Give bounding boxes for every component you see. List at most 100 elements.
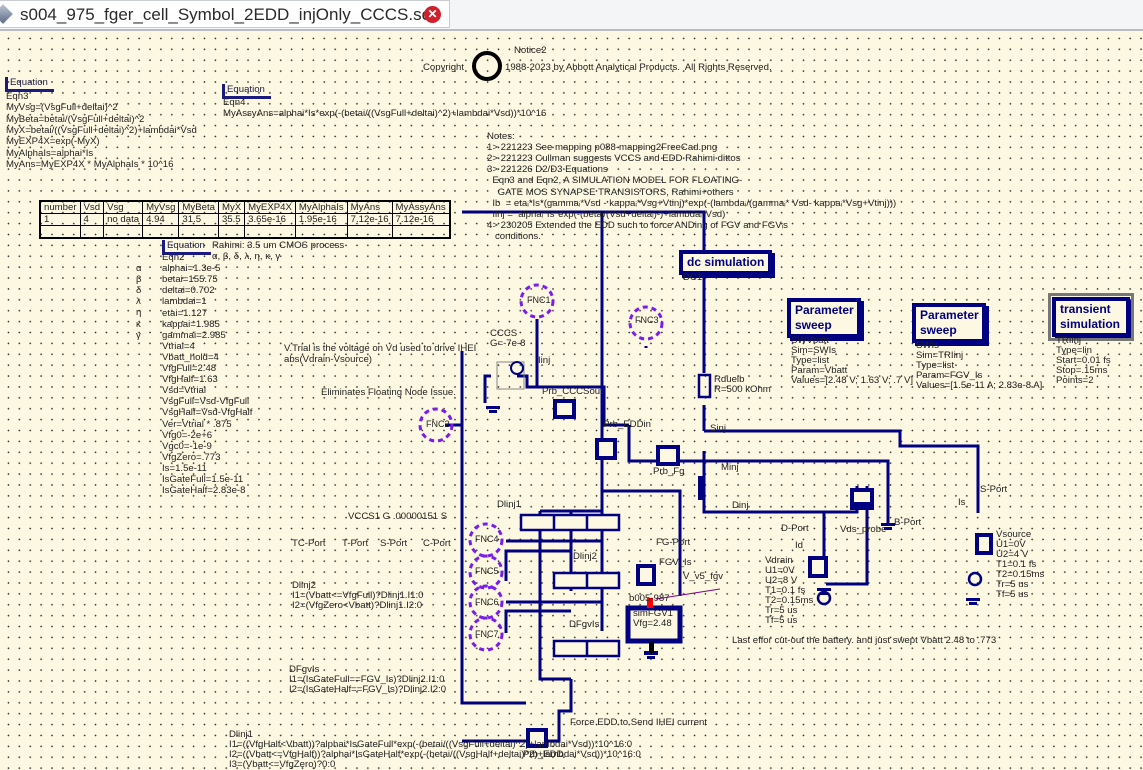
t-port[interactable]: T-Port [342,538,369,549]
d-port-label[interactable]: D-Port [781,523,809,534]
close-icon[interactable]: ✕ [424,6,441,23]
table-blank-cell [103,225,144,239]
fnc3-label[interactable]: FNC3 [635,315,659,325]
schematic-canvas[interactable]: Notice2 Copyright 1988-2023 by Abbott An… [0,31,1143,770]
comment-abs: abs(Vdrain-Vsource) [284,354,372,365]
b-port-label[interactable]: B-Port [894,517,922,528]
tran-line: Type=lin [1056,345,1092,356]
fgv-is-label[interactable]: FGV_Is [659,557,692,568]
fg-port-label[interactable]: FG-Port [656,537,691,548]
eqn3-line: MyEXP4X=exp(-MyX) [6,136,100,148]
rduelb-value[interactable]: R=500 kOhm [714,384,771,395]
resistor-rduelb [697,373,712,399]
prb-eddin-label[interactable]: Prb_EDDin [603,419,651,430]
fnc7-label[interactable]: FNC7 [475,629,499,639]
tab-title: s004_975_fger_cell_Symbol_2EDD_injOnly_C… [20,5,440,24]
eqn2-line: Vsd=Vtrial [162,385,206,397]
greek-line: δ [136,285,142,297]
rduelb-name[interactable]: Rduelb [714,374,745,385]
tc-port[interactable]: TC-Port [292,538,326,549]
vsource-line: T2=0.15ms [996,569,1045,580]
table-blank-cell [178,225,219,239]
dlinj1-label[interactable]: Dlinj1 [497,499,521,510]
cccs-gain[interactable]: G=-7e-8 [490,338,526,349]
simfgv1-name[interactable]: simFGV1 [633,608,673,619]
table-header-cell: Vsg [103,200,144,214]
vds-probe-label[interactable]: Vds_probe [840,524,887,535]
eqn4-header[interactable]: Equation [222,84,271,99]
dlinj2-device [552,571,621,590]
eqn2-comment-greek: α, β, δ, λ, η, κ, γ [212,251,281,262]
table-header-cell: MyVsg [142,200,180,214]
sweep2-line: Param=FGV_Is [916,370,983,381]
schematic-wires [418,51,993,748]
minj-label[interactable]: Minj [721,462,739,473]
sweep1-subtitle: sweep [795,318,832,332]
simfgv1-value[interactable]: Vfg=2.48 [633,618,672,629]
fnc5-label[interactable]: FNC5 [475,566,499,576]
fnc1-label[interactable]: FNC1 [527,295,551,305]
sweep2-line: Values=[1.5e-11 A; 2.83e-8 A] [916,380,1043,391]
id-label[interactable]: Id [795,540,804,551]
table-header-cell: Vsd [79,200,105,214]
sweep1-title: Parameter [795,303,854,317]
eqn3-line: MyX=betai/((VsgFull+deltai)^2)+lambdai*V… [6,124,197,136]
dfgvis-device [552,639,621,658]
eqn2-line: alphai=1.3e-5 [162,263,221,275]
v-v5-fgv-label[interactable]: V_v5_fgv [683,571,724,582]
eqn3-header[interactable]: Equation [5,77,54,92]
iinj-label: Iinj [538,355,551,366]
table-cell: 31.5 [178,213,219,226]
dfgvis-eq-line: I2=(IsGateHalf==FGV_Is)?Dlinj2.I2:0 [289,684,447,695]
eqn2-line: IsGateFull=1.5e-11 [162,474,244,485]
vdrain-line: Tr=5 us [765,605,798,616]
notes-line: Iinj = alphaᵢ*Is*exp(-(betaᵢ/(Vsd+deltaᵢ… [487,208,726,220]
table-blank-cell [142,225,180,239]
notes-line: conditions. [487,230,541,242]
dlinj1-device [519,513,621,532]
dlinj1-eq-line: I3=(Vbatt<=VfgZero)?0:0 [229,759,336,770]
cccs-name[interactable]: CCCS [490,328,518,339]
prb-fg-label[interactable]: Prb_Fg [653,466,685,477]
eqn2-line: IsGateHalf=2.83e-8 [162,485,246,497]
dlinj2-label[interactable]: Dlinj2 [573,551,597,562]
prb-edd-label[interactable]: Prb_EDD [523,749,564,760]
dlinj1-eq-line: I1=((VfgHalf<Vbatt))?alphai*IsGateFull*e… [229,739,633,750]
eqn3-line: MyAns=MyEXP4X * MyAlphaIs * 10^16 [6,158,174,170]
sinj-label: Sinj [710,423,726,434]
prb-cccsout-label[interactable]: Prb_CCCSout [542,386,603,397]
s-port-label[interactable]: S-Port [380,538,408,549]
vsource-line: Tr=5 us [996,579,1029,590]
dc-simulation-block[interactable]: dc simulation [679,250,773,275]
table-cell: 3.65e-16 [244,213,296,226]
vdrain-line: T1=0.1 fs [765,585,806,596]
tab-schematic[interactable]: s004_975_fger_cell_Symbol_2EDD_injOnly_C… [0,0,450,28]
notice-rights: 1988-2023 by Abbott Analytical Products.… [505,62,772,73]
eqn4-line: MyAssyAns=alphai*Is*exp(-(betai/((VsgFul… [223,108,547,120]
c-port[interactable]: C-Port [423,538,451,549]
fnc4-label[interactable]: FNC4 [475,534,499,544]
is-label[interactable]: Is [958,497,966,508]
notes-line: GATE MOS SYNAPSE TRANSISTORS, Rahimi+oth… [487,186,734,198]
fnc2-label[interactable]: FNC2 [426,419,450,429]
ground-icons [486,406,980,659]
current-source-icon [510,361,524,375]
dfgvis-label[interactable]: DFgvIs [569,619,600,630]
sweep2-line: Sim=TRIinj [916,350,964,361]
table-cell: 1 [39,213,81,226]
eqn2-header[interactable]: Equation [162,240,211,255]
sweep2-line: Type=list [916,360,955,371]
copyright-icon [472,51,502,81]
sweep1-line: Values=[2.48 V; 1.63 V; .7 V] [791,375,914,386]
s-port-component[interactable]: S-Port [980,484,1008,495]
greek-line: α [136,263,142,274]
sweep2-line: SWIs [916,340,939,351]
fnc6-label[interactable]: FNC6 [475,597,499,607]
table-header-cell: MyAns [346,200,393,214]
table-cell: 1.95e-16 [294,213,348,226]
transistor-minj [698,476,703,500]
